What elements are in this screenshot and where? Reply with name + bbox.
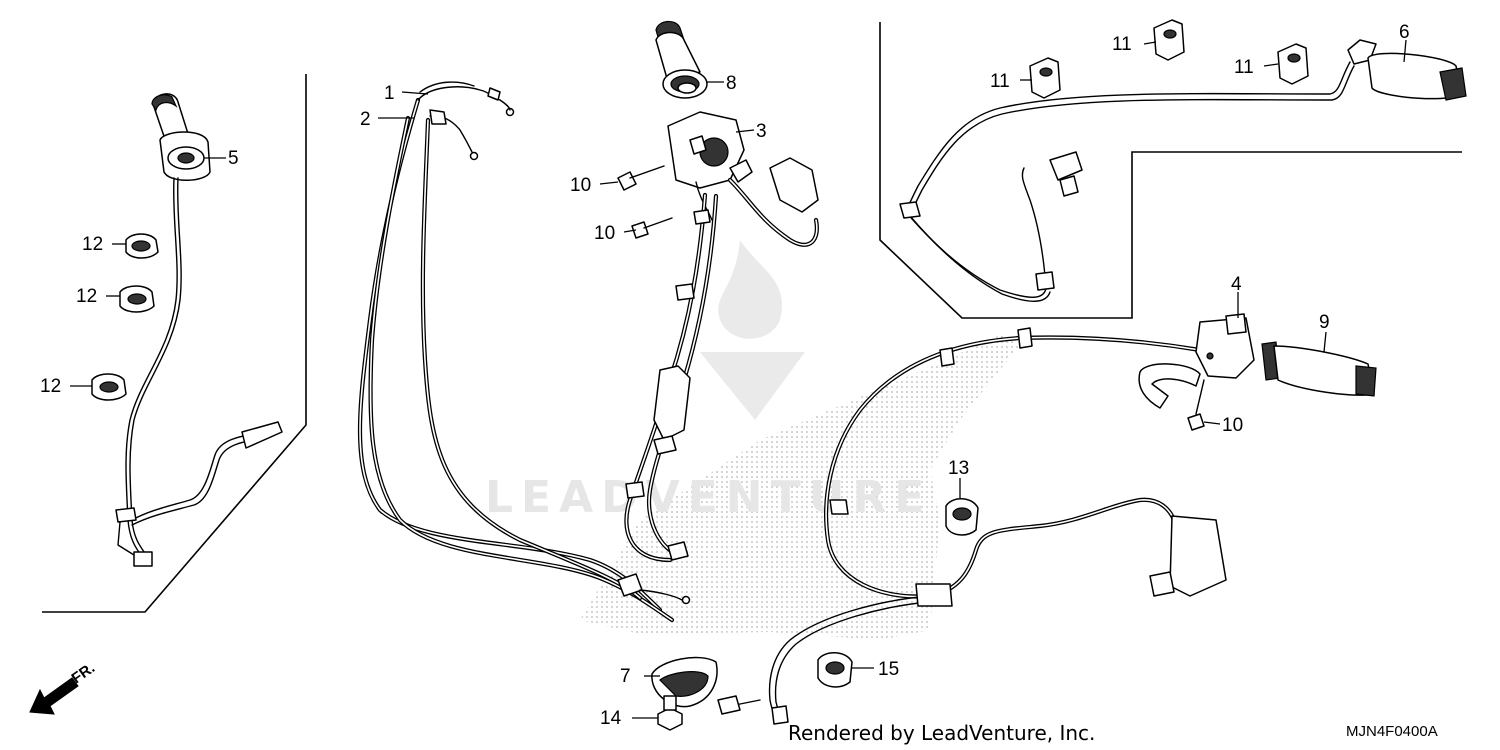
top-right-section-frame: [879, 22, 1462, 319]
grip-8: [655, 20, 708, 99]
label-4: 4: [1231, 274, 1242, 295]
label-11-left: 11: [990, 71, 1010, 92]
switch-wiring: [624, 157, 819, 563]
clamp-12-upper: [125, 233, 159, 259]
clamp-12-middle: [119, 285, 155, 313]
screw-10-middle: [631, 217, 673, 239]
screw-10-right: [1187, 379, 1205, 431]
label-11-right: 11: [1234, 57, 1254, 78]
watermark-v-mark: [700, 352, 805, 420]
label-14: 14: [600, 708, 622, 729]
part-labels: 1 2 3 4 5 6 7 8 9 10 10 10 11 11 11 12 1…: [40, 22, 1410, 729]
label-2: 2: [360, 109, 371, 130]
diagram-code: MJN4F0400A: [1346, 723, 1438, 740]
clip-11-middle: [1153, 19, 1185, 61]
clamp-12-lower: [91, 373, 127, 401]
footer-credit: Rendered by LeadVenture, Inc.: [788, 721, 1095, 745]
grip-9: [1261, 341, 1377, 397]
clip-11-left: [1029, 57, 1061, 99]
label-10-right: 10: [1222, 415, 1243, 436]
label-10-middle: 10: [594, 223, 615, 244]
part-7: [651, 656, 718, 708]
screw-10-upper: [617, 165, 665, 191]
label-12-middle: 12: [76, 286, 97, 307]
watermark: LEADVENTURE: [485, 240, 1020, 640]
clip-11-right: [1277, 43, 1309, 85]
label-3: 3: [756, 121, 767, 142]
watermark-flame: [718, 240, 782, 339]
label-15: 15: [878, 659, 899, 680]
left-grip-heater-assembly: [115, 93, 283, 567]
watermark-text: LEADVENTURE: [485, 472, 932, 523]
throttle-cables: [357, 81, 691, 623]
leader-lines: [70, 39, 1407, 719]
watermark-wing-pattern: [580, 335, 1020, 640]
label-13: 13: [948, 458, 969, 479]
label-1: 1: [384, 83, 395, 104]
switch-housing-3: [667, 111, 753, 221]
clamp-15: [817, 652, 853, 688]
grip-heater-6: [899, 39, 1467, 302]
label-6: 6: [1399, 22, 1410, 43]
clamp-13: [945, 498, 979, 536]
label-5: 5: [228, 148, 239, 169]
arrow-down-left-icon: [29, 677, 79, 715]
label-8: 8: [726, 73, 737, 94]
label-7: 7: [620, 666, 631, 687]
main-harness: [717, 327, 1227, 725]
label-11-middle: 11: [1112, 34, 1132, 55]
label-10-upper: 10: [570, 175, 591, 196]
front-direction-indicator: FR.: [29, 659, 98, 715]
bolt-14: [657, 695, 683, 731]
label-9: 9: [1319, 312, 1330, 333]
label-12-upper: 12: [82, 234, 103, 255]
left-section-frame: [42, 74, 307, 613]
switch-4: [1138, 313, 1255, 409]
label-12-lower: 12: [40, 376, 61, 397]
